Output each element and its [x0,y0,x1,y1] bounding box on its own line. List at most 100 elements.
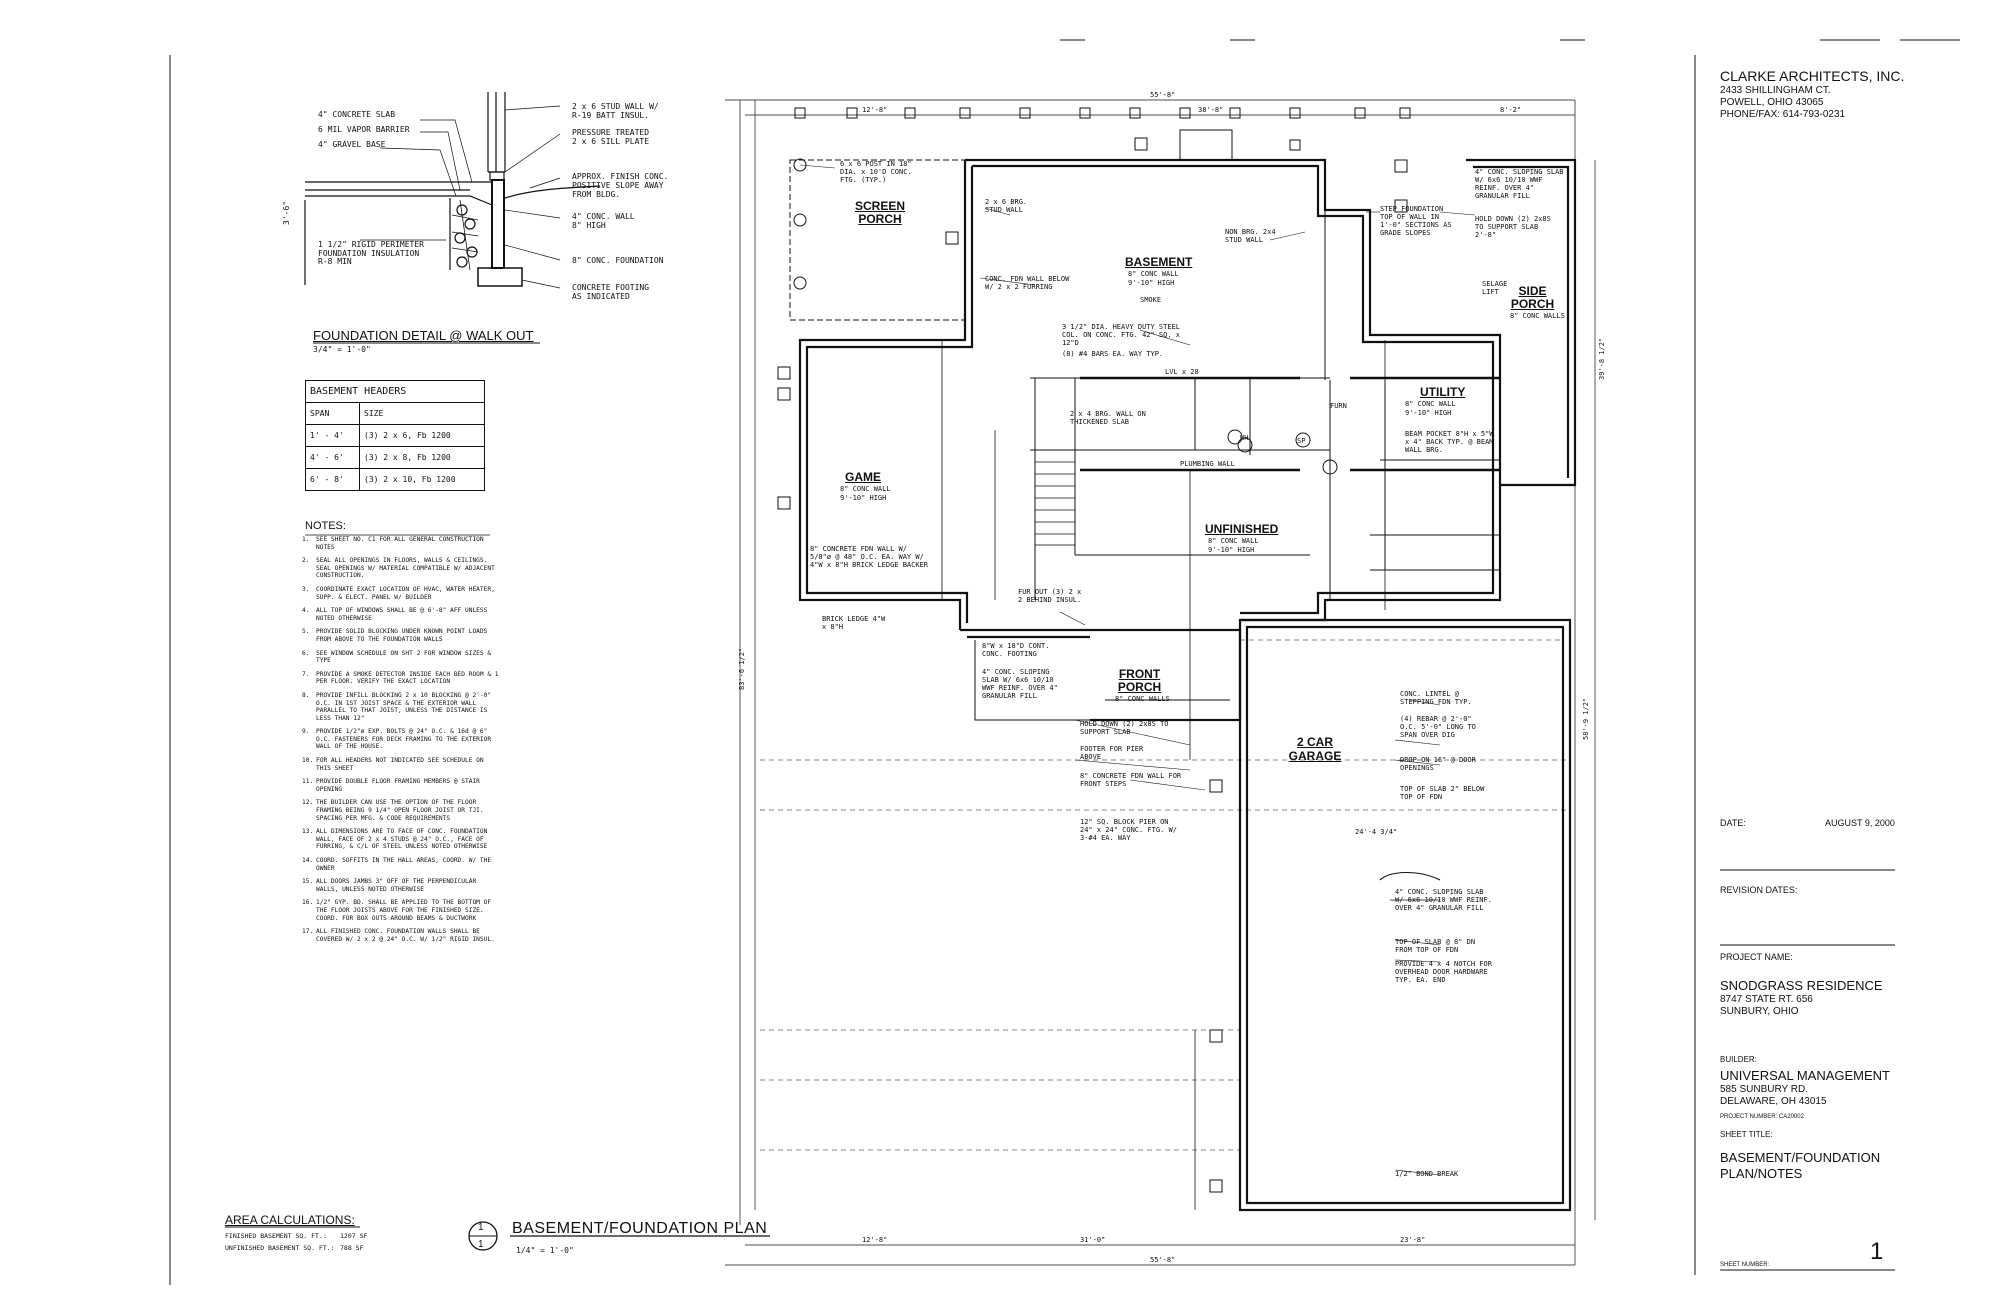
room-basement: BASEMENT [1125,255,1193,269]
plan-note: FURN [1330,402,1347,410]
note-number: 10. [302,757,314,765]
note-number: 12. [302,799,314,807]
note-item: 2.SEAL ALL OPENINGS IN FLOORS, WALLS & C… [302,557,502,580]
detail-label-footing: CONCRETE FOOTING [572,283,650,292]
note-text: PROVIDE A SMOKE DETECTOR INSIDE EACH BED… [316,670,499,686]
plan-note: 8" CONCRETE FDN WALL FOR FRONT STEPS [1080,772,1182,788]
plan-note: 2 x 4 BRG. WALL ON THICKENED SLAB [1070,410,1146,426]
headers-size: (3) 2 x 6, Fb 1200 [359,424,485,447]
note-item: 16.1/2" GYP. BD. SHALL BE APPLIED TO THE… [302,899,502,922]
note-item: 10.FOR ALL HEADERS NOT INDICATED SEE SCH… [302,757,502,772]
note-text: 1/2" GYP. BD. SHALL BE APPLIED TO THE BO… [316,899,492,922]
builder-addr2: DELAWARE, OH 43015 [1720,1096,1827,1107]
plan-note: CONC. FDN WALL BELOW W/ 2 x 2 FURRING [985,275,1070,291]
area-finished-label: FINISHED BASEMENT SQ. FT.: [225,1232,327,1240]
dim-garage-w: 24'-4 3/4" [1355,828,1398,836]
plan-note: SMOKE [1140,296,1162,304]
room-unfinished-sub1: 8" CONC WALL [1208,537,1259,545]
sheet-title-2: PLAN/NOTES [1720,1166,1803,1181]
room-side-porch-sub: 8" CONC WALLS [1510,312,1565,320]
note-number: 3. [302,585,310,593]
plan-note: (4) REBAR @ 2'-0" O.C. 5'-0" LONG TO SPA… [1400,715,1476,739]
headers-span: 1' - 4' [305,424,360,447]
note-number: 17. [302,928,314,936]
builder-label: BUILDER: [1720,1055,1757,1064]
detail-label-slab: 4" CONCRETE SLAB [318,110,396,119]
note-number: 16. [302,899,314,907]
room-basement-sub2: 9'-10" HIGH [1128,279,1175,287]
detail-label-insul: 1 1/2" RIGID PERIMETER FOUNDATION INSULA… [318,240,424,258]
notes-title: NOTES: [305,520,346,532]
plan-note: 4" CONC. SLOPING SLAB W/ 6x6 10/10 WWF R… [982,668,1058,700]
detail-height-dim: 3'-6" [282,200,291,225]
foundation-detail-drawing [304,92,601,289]
area-title: AREA CALCULATIONS: [225,1213,355,1227]
note-text: THE BUILDER CAN USE THE OPTION OF THE FL… [316,799,484,822]
note-number: 2. [302,557,310,565]
dim-top-c: 8'-2" [1500,106,1522,114]
project-addr2: SUNBURY, OHIO [1720,1006,1799,1017]
table-row: 1' - 4' (3) 2 x 6, Fb 1200 [305,424,485,447]
detail-label-bldg: FROM BLDG. [572,190,621,199]
sheet-title-1: BASEMENT/FOUNDATION [1720,1150,1881,1165]
date-value: AUGUST 9, 2000 [1825,818,1895,828]
note-item: 5.PROVIDE SOLID BLOCKING UNDER KNOWN POI… [302,628,502,643]
dim-right-side: 39'-8 1/2" [1598,337,1606,380]
project-label: PROJECT NAME: [1720,952,1793,962]
date-label: DATE: [1720,818,1746,828]
plan-note: 4" CONC. SLOPING SLAB W/ 6x6 10/10 WWF R… [1475,168,1564,200]
dim-top-a: 12'-8" [862,106,888,114]
room-unfinished-sub2: 9'-10" HIGH [1208,546,1255,554]
plan-note: TOP OF SLAB 2" BELOW TOP OF FDN [1400,785,1485,801]
table-row: 4' - 6' (3) 2 x 8, Fb 1200 [305,446,485,469]
detail-label-fdn: 8" CONC. FOUNDATION [572,256,664,265]
dim-top-b: 38'-8" [1198,106,1224,114]
plan-scale: 1/4" = 1'-0" [516,1246,574,1255]
note-text: ALL TOP OF WINDOWS SHALL BE @ 6'-8" AFF … [316,607,488,622]
note-item: 14.COORD. SOFFITS IN THE HALL AREAS, COO… [302,857,502,872]
room-basement-sub1: 8" CONC WALL [1128,270,1179,278]
room-front-porch: FRONT PORCH [1117,667,1162,694]
plan-note: NON BRG. 2x4 STUD WALL [1225,228,1276,244]
note-number: 14. [302,857,314,864]
plan-note: 12" SQ. BLOCK PIER ON 24" x 24" CONC. FT… [1080,818,1177,842]
note-item: 11.PROVIDE DOUBLE FLOOR FRAMING MEMBERS … [302,778,502,793]
area-unfinished-value: 788 SF [340,1244,364,1252]
plan-note: TOP OF SLAB @ 8" DN FROM TOP OF FDN [1395,938,1476,954]
note-text: PROVIDE INFILL BLOCKING 2 x 10 BLOCKING … [316,691,492,722]
plan-note: 8" CONCRETE FDN WALL W/ 5/8"ø @ 48" O.C.… [810,545,929,569]
sheet-number: 1 [1870,1238,1884,1265]
project-number: PROJECT NUMBER: CA20002 [1720,1114,1804,1120]
note-text: ALL FINISHED CONC. FOUNDATION WALLS SHAL… [316,928,495,943]
note-number: 9. [302,728,310,736]
detail-label-high: 8" HIGH [572,221,606,230]
headers-span: 6' - 8' [305,468,360,491]
plan-note: 6 x 6 POST IN 18" DIA. x 10'D CONC. FTG.… [840,160,912,184]
room-game-sub1: 8" CONC WALL [840,485,891,493]
plan-note: HOLD DOWN (2) 2x8S TO SUPPORT SLAB [1080,720,1169,736]
note-text: PROVIDE DOUBLE FLOOR FRAMING MEMBERS @ S… [316,778,480,793]
detail-label-finish: APPROX. FINISH CONC. [572,172,669,181]
room-utility: UTILITY [1420,385,1466,399]
headers-col-size: SIZE [359,402,485,425]
dim-left-total: 83'-6 1/2" [738,647,746,690]
note-number: 11. [302,778,314,786]
note-item: 4.ALL TOP OF WINDOWS SHALL BE @ 6'-8" AF… [302,607,502,622]
headers-col-span: SPAN [305,402,360,425]
plan-note: FUR OUT (3) 2 x 2 BEHIND INSUL. [1018,588,1082,604]
builder-addr1: 585 SUNBURY RD. [1720,1084,1808,1095]
detail-label-vapor: 6 MIL VAPOR BARRIER [318,125,410,134]
note-number: 8. [302,691,310,699]
plan-note: HOLD DOWN (2) 2x8S TO SUPPORT SLAB 2'-8" [1475,215,1551,239]
floor-plan-walls [725,99,1596,1266]
plan-sheet-ref: 1 [478,1239,484,1250]
plan-note: SELAGE LIFT [1482,280,1508,296]
note-text: SEE WINDOW SCHEDULE ON SHT 2 FOR WINDOW … [316,649,492,665]
room-game: GAME [845,470,881,484]
detail-label-sill: 2 x 6 SILL PLATE [572,137,650,146]
sheet-title-label: SHEET TITLE: [1720,1130,1773,1139]
note-number: 6. [302,649,310,657]
plan-note: 1/2" BOND BREAK [1395,1170,1459,1178]
dim-right-total: 58'-9 1/2" [1582,697,1590,740]
revision-label: REVISION DATES: [1720,885,1798,895]
